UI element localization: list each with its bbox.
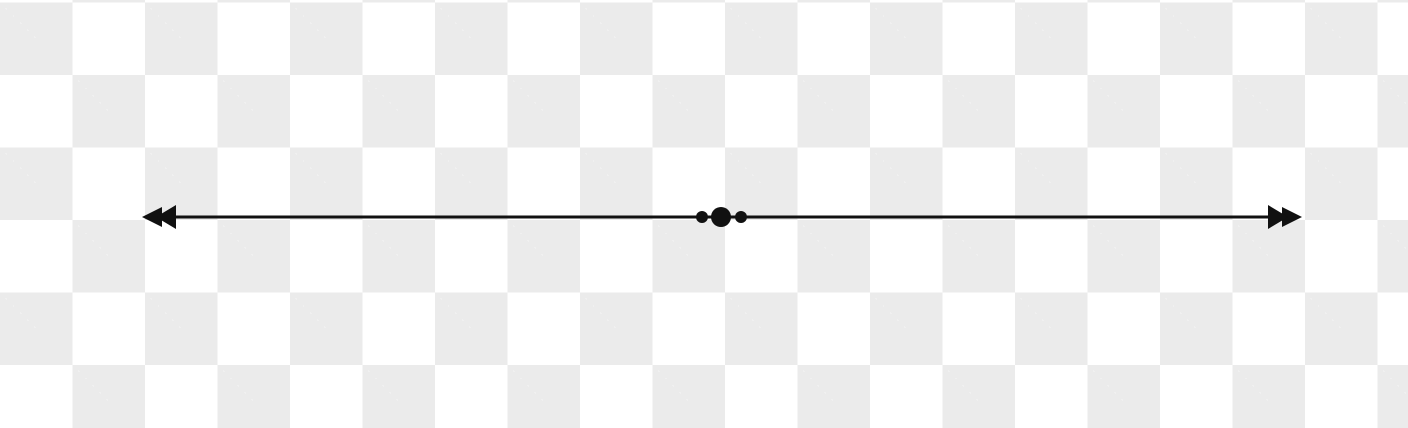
left-double-arrowhead-icon	[142, 205, 176, 229]
right-double-arrowhead-icon	[1268, 205, 1302, 229]
center-dots-ornament-icon	[696, 207, 747, 227]
